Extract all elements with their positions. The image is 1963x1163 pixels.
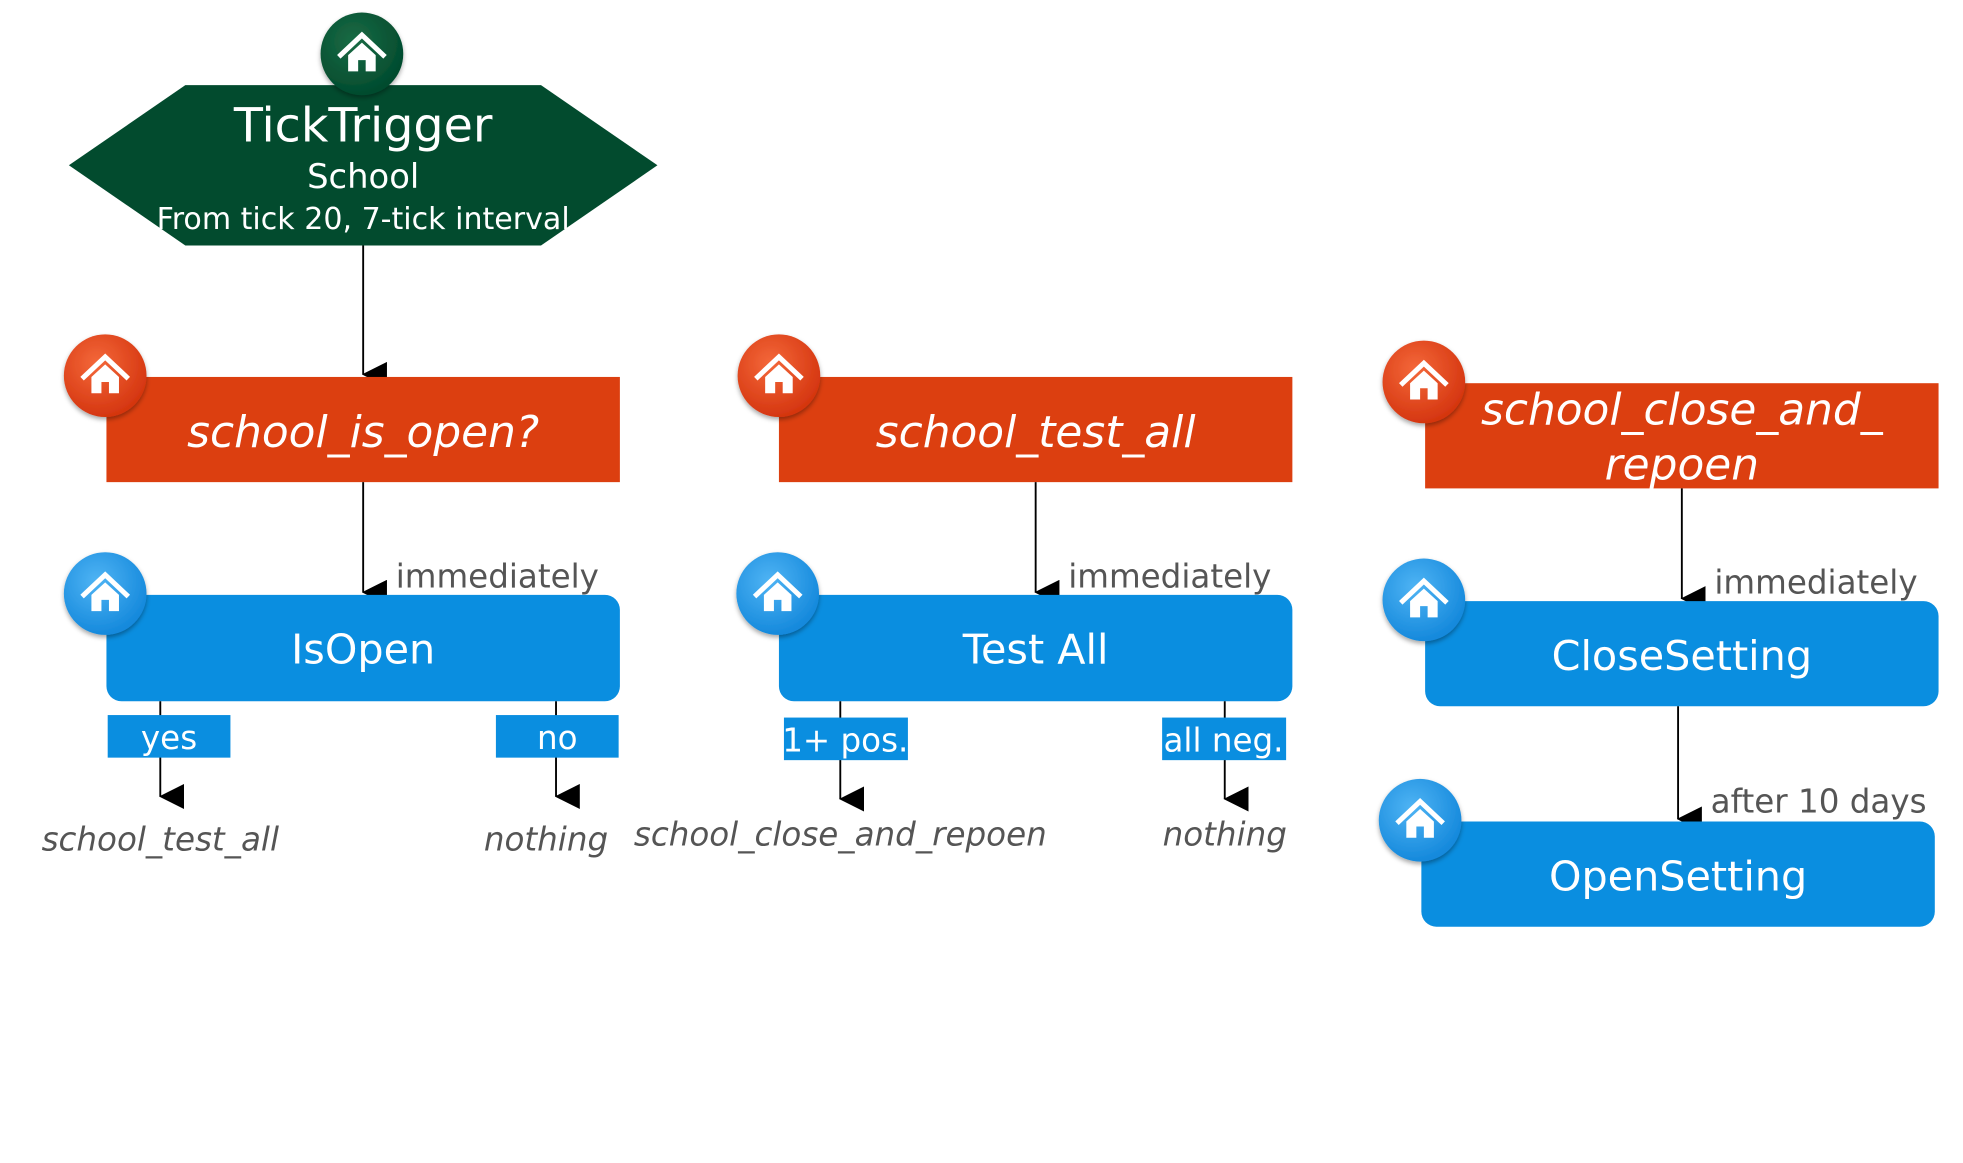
home-icon bbox=[1382, 558, 1466, 642]
home-icon bbox=[1378, 778, 1462, 862]
home-icon bbox=[737, 334, 821, 418]
outcome-nothing[interactable]: nothing bbox=[484, 820, 608, 858]
process-label-line1: school_close_and_ bbox=[1481, 385, 1884, 436]
trigger-title: TickTrigger bbox=[233, 99, 493, 154]
action-label: Test All bbox=[962, 626, 1109, 674]
trigger-detail: From tick 20, 7-tick interval bbox=[157, 202, 570, 237]
branch-positive[interactable]: 1+ pos. bbox=[782, 717, 908, 761]
process-school-is-open[interactable]: school_is_open? bbox=[106, 376, 620, 483]
edge-label-immediately: immediately bbox=[1714, 564, 1917, 602]
action-open-setting[interactable]: OpenSetting bbox=[1421, 821, 1935, 927]
branch-yes[interactable]: yes bbox=[107, 715, 231, 758]
outcome-nothing[interactable]: nothing bbox=[1163, 815, 1287, 853]
action-label: OpenSetting bbox=[1549, 852, 1807, 900]
edge-label-after-10-days: after 10 days bbox=[1711, 783, 1927, 821]
home-icon bbox=[736, 552, 820, 635]
process-label-line2: repoen bbox=[1605, 440, 1759, 491]
outcome-school-close-and-repoen[interactable]: school_close_and_repoen bbox=[634, 815, 1047, 853]
process-school-close-and-repoen[interactable]: school_close_and_ repoen bbox=[1425, 383, 1939, 491]
branch-no[interactable]: no bbox=[495, 715, 619, 758]
action-label: IsOpen bbox=[291, 626, 435, 674]
action-close-setting[interactable]: CloseSetting bbox=[1425, 601, 1939, 707]
trigger-subtitle: School bbox=[307, 157, 419, 196]
branch-label: 1+ pos. bbox=[782, 721, 908, 759]
process-label: school_test_all bbox=[876, 407, 1196, 458]
home-icon bbox=[63, 552, 147, 635]
home-icon bbox=[63, 334, 147, 418]
home-icon bbox=[320, 12, 404, 96]
action-test-all[interactable]: Test All bbox=[778, 594, 1293, 702]
branch-label: yes bbox=[141, 719, 197, 757]
edge-label-immediately: immediately bbox=[396, 557, 599, 595]
branch-negative[interactable]: all neg. bbox=[1162, 717, 1287, 761]
outcome-school-test-all[interactable]: school_test_all bbox=[42, 820, 279, 858]
action-label: CloseSetting bbox=[1552, 632, 1812, 680]
action-isopen[interactable]: IsOpen bbox=[106, 594, 620, 702]
process-school-test-all[interactable]: school_test_all bbox=[778, 376, 1293, 483]
process-label: school_is_open? bbox=[187, 407, 539, 458]
branch-label: no bbox=[537, 719, 578, 757]
edge-label-immediately: immediately bbox=[1068, 557, 1271, 595]
trigger-node[interactable]: TickTrigger School From tick 20, 7-tick … bbox=[68, 85, 658, 246]
branch-label: all neg. bbox=[1163, 721, 1283, 759]
home-icon bbox=[1382, 340, 1466, 424]
